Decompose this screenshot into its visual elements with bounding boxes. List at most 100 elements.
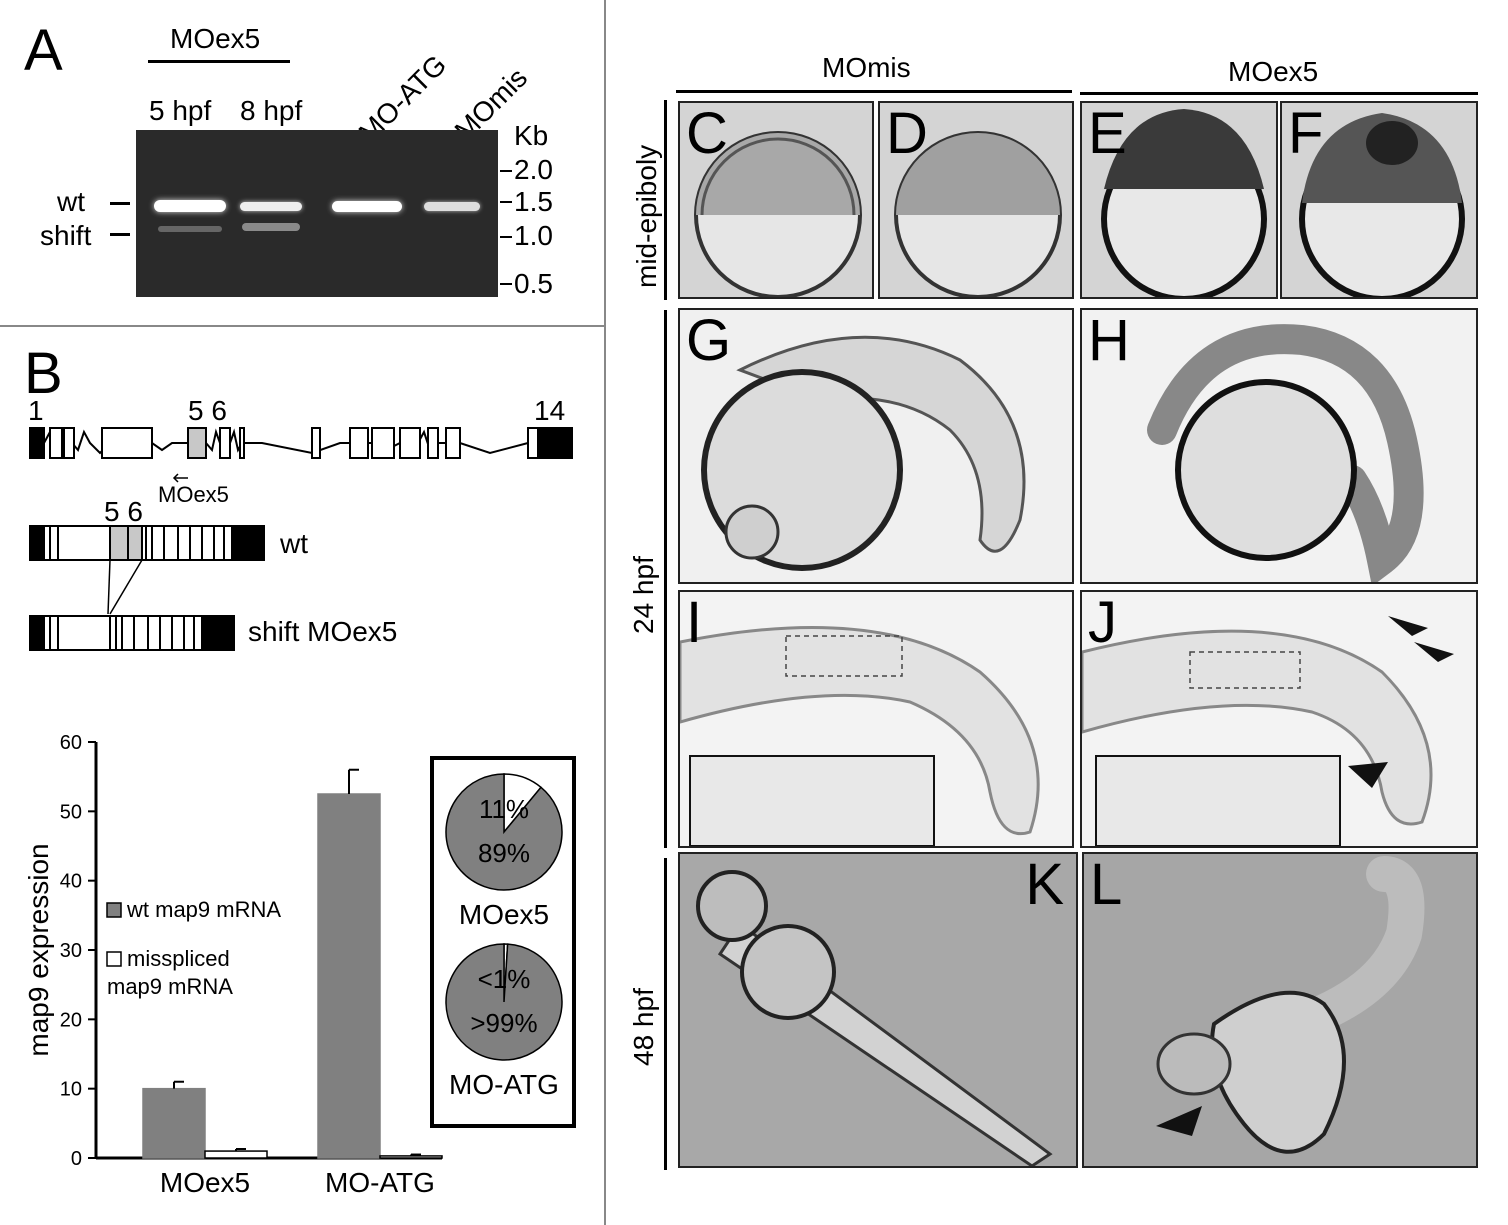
transcript-exon-label: 5 6 — [104, 496, 143, 527]
kb-mark-1-5: 1.5 — [514, 186, 553, 217]
y-tick-label: 0 — [71, 1148, 82, 1170]
pie-slice — [445, 943, 563, 1061]
legend-entry: misspliced — [127, 946, 230, 971]
gel-band-wt-1 — [154, 200, 226, 212]
band-label-shift: shift — [40, 220, 92, 251]
row-line-48hpf — [664, 858, 667, 1170]
image-panel-j: J — [1080, 590, 1478, 848]
arrowhead-2 — [1414, 642, 1454, 662]
gel-band-shift-1 — [158, 226, 222, 232]
arrowhead-l — [1156, 1106, 1202, 1136]
y-tick-label: 20 — [60, 1009, 82, 1031]
image-panel-k: K — [678, 852, 1078, 1168]
image-panel-l: L — [1082, 852, 1478, 1168]
gel-lane-label-2: 8 hpf — [240, 95, 303, 126]
row-label-mid-epiboly: mid-epiboly — [631, 144, 662, 288]
exon-4 — [101, 427, 153, 459]
panel-letter-d: D — [886, 101, 928, 166]
kb-tick-1-0 — [500, 236, 512, 238]
panel-letter-l: L — [1090, 852, 1123, 917]
embryo-c — [694, 131, 862, 297]
x-tick-label: MOex5 — [160, 1167, 250, 1198]
gel-band-wt-2 — [240, 202, 302, 211]
embryo-k — [696, 870, 1053, 1166]
pie-label: 11% — [479, 794, 529, 824]
exon-3 — [63, 427, 75, 459]
band-label-wt: wt — [57, 186, 85, 217]
kb-tick-1-5 — [500, 201, 512, 203]
exon-5 — [187, 427, 207, 459]
panel-letter-i: I — [686, 590, 703, 655]
exon-12 — [427, 427, 439, 459]
pie-label: <1% — [478, 964, 531, 994]
x-tick-label: MO-ATG — [325, 1167, 435, 1198]
image-panel-g: G — [678, 308, 1074, 584]
exon-label-1: 1 — [28, 395, 44, 426]
bar — [204, 1150, 268, 1159]
panel-letter-h: H — [1088, 308, 1130, 373]
kb-tick-0-5 — [500, 283, 512, 285]
image-panel-f: F — [1280, 101, 1478, 299]
transcript-shift-label: shift MOex5 — [248, 616, 398, 647]
col-header-moex5: MOex5 — [1228, 56, 1319, 87]
row-line-24hpf — [664, 310, 667, 848]
embryo-j — [1082, 616, 1454, 846]
exon-2 — [49, 427, 63, 459]
legend-swatch — [106, 902, 122, 918]
band-tick-shift — [110, 233, 130, 236]
bar — [317, 793, 381, 1159]
gel-group-line — [148, 60, 290, 63]
legend-swatch — [106, 951, 122, 967]
y-axis-label: map9 expression — [23, 843, 54, 1056]
row-label-48hpf: 48 hpf — [628, 988, 659, 1066]
embryo-e — [1101, 109, 1267, 297]
embryo-g — [701, 335, 1026, 571]
exon-label-14: 14 — [534, 395, 566, 426]
panel-letter-f: F — [1288, 101, 1324, 166]
y-tick-label: 50 — [60, 801, 82, 823]
exon-6 — [219, 427, 231, 459]
y-tick-label: 60 — [60, 732, 82, 754]
embryo-i — [680, 626, 1040, 846]
exon-1 — [29, 427, 45, 459]
panel-letter-e: E — [1088, 101, 1127, 166]
y-tick-label: 10 — [60, 1079, 82, 1101]
exon-13 — [445, 427, 461, 459]
kb-label: Kb — [514, 120, 549, 151]
band-tick-wt — [110, 202, 130, 205]
panel-letter-a: A — [24, 18, 63, 83]
arrowhead-1 — [1388, 616, 1428, 636]
vertical-divider — [604, 0, 606, 1225]
gel-lane-label-1: 5 hpf — [149, 95, 212, 126]
panel-letter-k: K — [1025, 852, 1064, 917]
exon-11 — [399, 427, 421, 459]
col-header-line-momis — [676, 90, 1072, 93]
horizontal-divider — [0, 325, 604, 327]
row-line-mid-epiboly — [664, 100, 667, 300]
transcript-wt-label: wt — [280, 528, 308, 559]
exon-10 — [371, 427, 395, 459]
col-header-line-moex5 — [1080, 92, 1478, 95]
pie-slice — [445, 773, 563, 891]
kb-tick-2-0 — [500, 170, 512, 172]
embryo-h — [1147, 324, 1424, 582]
exon-label-5-6: 5 6 — [188, 395, 227, 426]
kb-mark-0-5: 0.5 — [514, 268, 553, 299]
pie-label: >99% — [470, 1008, 537, 1038]
exon-8 — [311, 427, 321, 459]
legend-entry: map9 mRNA — [107, 974, 233, 999]
panel-letter-c: C — [686, 101, 728, 166]
primer-label: MOex5 — [158, 482, 229, 507]
gel-band-wt-3 — [332, 201, 402, 212]
image-panel-i: I — [678, 590, 1074, 848]
image-panel-d: D — [878, 101, 1074, 299]
gel-band-shift-2 — [242, 223, 300, 231]
kb-mark-2-0: 2.0 — [514, 154, 553, 185]
gel-group-label: MOex5 — [170, 23, 261, 54]
col-header-momis: MOmis — [822, 52, 911, 83]
image-panel-h: H — [1080, 308, 1478, 584]
y-tick-label: 40 — [60, 871, 82, 893]
exon-9 — [349, 427, 369, 459]
embryo-d — [894, 131, 1062, 297]
